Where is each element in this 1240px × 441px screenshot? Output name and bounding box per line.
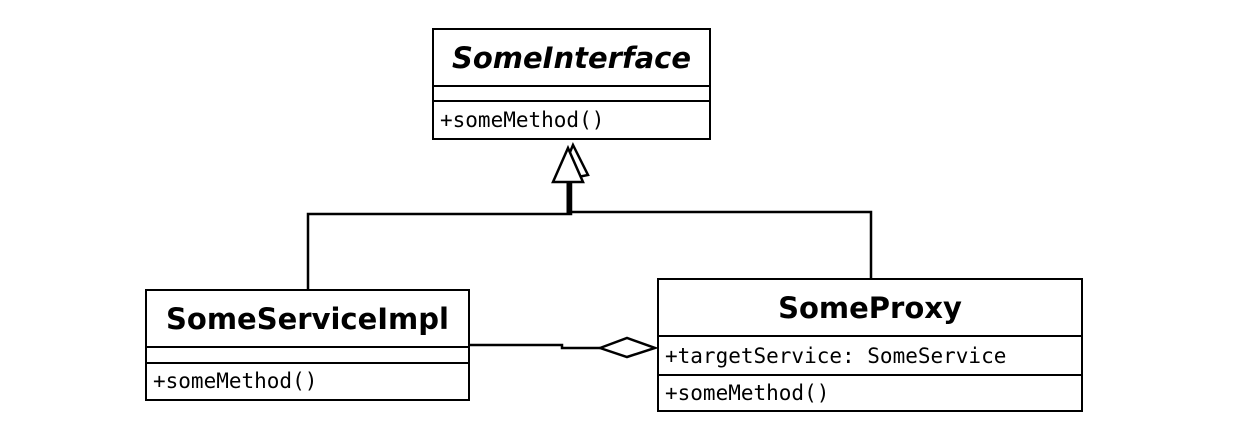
attributes-compartment [147,346,468,362]
operations-compartment: +someMethod() [147,362,468,398]
attributes-compartment [434,85,709,100]
realization-connectors [306,180,873,289]
attributes-compartment: +targetService: SomeService [659,335,1081,374]
aggregation-diamond [596,336,659,359]
operations-compartment: +someMethod() [659,374,1081,409]
realization-line-service-impl [306,180,573,289]
realization-arrowhead [551,144,585,184]
operation: +someMethod() [153,369,318,393]
class-name: SomeProxy [778,290,962,325]
operation: +someMethod() [440,107,605,132]
class-some-interface[interactable]: SomeInterface +someMethod() [432,28,711,140]
class-name: SomeServiceImpl [166,301,449,336]
operations-compartment: +someMethod() [434,100,709,137]
realization-line-proxy [571,210,873,278]
class-some-service-impl[interactable]: SomeServiceImpl +someMethod() [145,289,470,401]
aggregation-line [470,343,600,350]
class-some-proxy[interactable]: SomeProxy +targetService: SomeService +s… [657,278,1083,412]
attribute: +targetService: SomeService [665,343,1007,368]
operation: +someMethod() [665,380,830,405]
class-name: SomeInterface [451,40,691,75]
